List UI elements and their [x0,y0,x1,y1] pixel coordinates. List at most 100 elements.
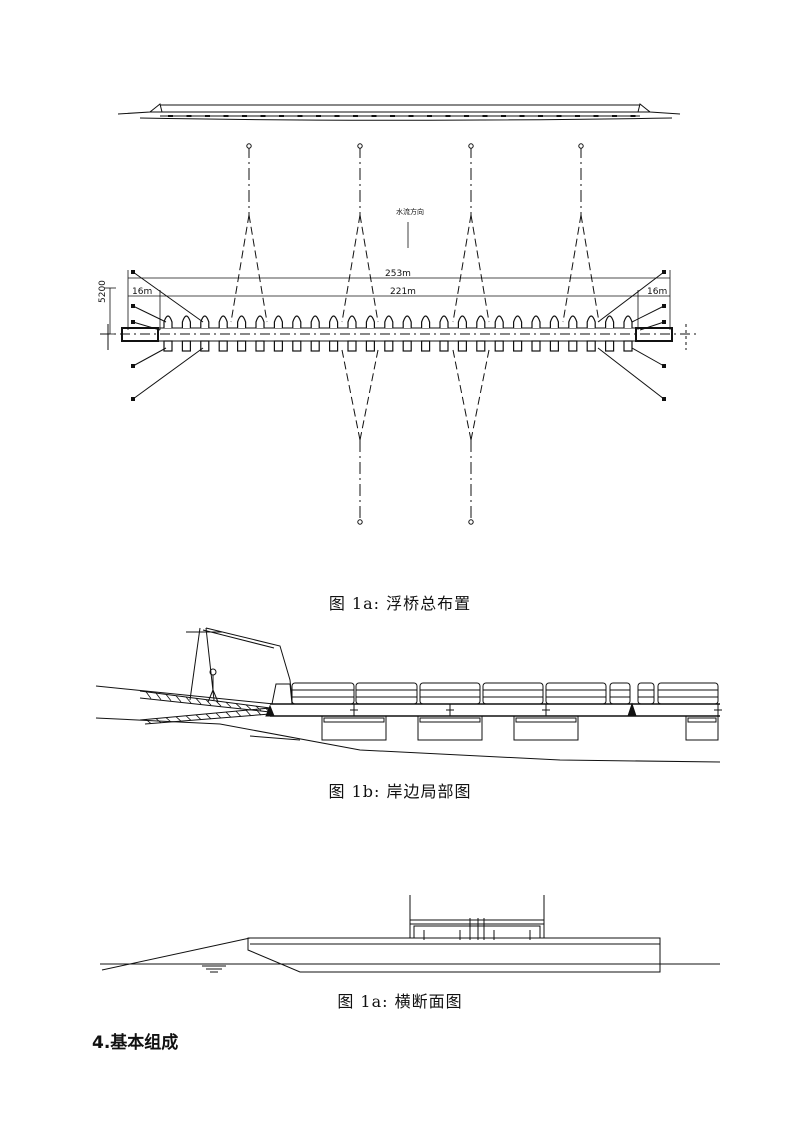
shore-anchor-cable [132,321,161,331]
pontoon-bow [218,315,228,328]
shore-anchor [131,397,135,401]
pontoon-block [494,340,504,352]
pontoon-block [476,340,486,352]
shore-anchor-cable [639,321,665,331]
pontoon-block [402,340,412,352]
shore-anchor [131,364,135,368]
dimension-lines [104,270,671,335]
pontoon-block [292,340,302,352]
pontoon-box [417,715,483,741]
pontoon-bow [163,315,173,328]
floating-bridge-general-layout: 253m 221m 16m 16m 5200 水流方向 [98,103,700,525]
pontoon-block [163,340,173,352]
pontoon-bow [586,315,596,328]
shore-detail-drawing [95,627,722,763]
shore-anchor [662,304,666,308]
pontoon-block [255,340,265,352]
pontoon-bow [181,315,191,328]
shore-anchor-cable [132,347,167,367]
anchor-cable [341,349,379,441]
pontoon-block [531,340,541,352]
pontoon-block [623,340,633,352]
deck-guard-rails [271,682,719,705]
water-level-mark [202,965,226,973]
figure-1a-caption: 图 1a: 浮桥总布置 [328,594,472,613]
cross-section-drawing [100,895,720,973]
pontoon-bow [531,315,541,328]
pontoon-bow [605,315,615,328]
shore-anchor-cable [132,347,204,400]
pontoon-block [200,340,210,352]
shore-anchor [131,270,135,274]
pontoon-bow [421,315,431,328]
shore-ramp [139,690,272,725]
ramp-crane-mast [186,627,293,703]
dim-right-end-label: 16m [647,287,667,297]
dim-total-label: 253m [385,269,411,279]
pontoon-box [513,715,579,741]
pontoon-bow [384,315,394,328]
pontoon-bow [237,315,247,328]
pontoon-block [512,340,523,352]
pontoon-box [321,715,387,741]
pontoon-block [549,340,560,352]
pontoon-bow [494,315,504,328]
shore-anchor [662,364,666,368]
shore-anchor-cable [597,347,665,400]
pontoon-block [329,340,339,352]
section-heading: 4.基本组成 [92,1033,179,1053]
shore-anchor-cable [631,347,665,367]
rail-panel [482,682,544,705]
pontoon-block [347,340,357,352]
pontoon-bow [476,315,486,328]
pontoon-bow [329,315,339,328]
rail-panel [291,682,355,705]
dim-left-end-label: 16m [132,287,152,297]
figure-1b-caption: 图 1b: 岸边局部图 [328,782,472,801]
pontoon-row [163,315,633,352]
pontoon-bow [439,315,449,328]
shore-anchor [662,270,666,274]
pontoon-bow [623,315,633,328]
pontoon-bow [273,315,283,328]
pontoon-block [218,340,228,352]
anchor-cable [562,214,600,323]
pontoon-block [421,340,431,352]
shore-anchor-cable [597,271,665,323]
shore-anchor [662,397,666,401]
shore-anchor [131,304,135,308]
pontoon-block [604,340,615,352]
pontoon-box [685,715,719,741]
pontoon-bow [292,315,302,328]
pontoon-bow [513,315,523,328]
hinge-joint [265,704,275,717]
pontoon-bow [365,315,375,328]
pontoon-bow [568,315,578,328]
anchor-cable [230,214,268,323]
anchor-cable [452,214,490,323]
anchor-cable [341,214,379,323]
rail-panel [657,682,719,705]
pontoon-bow [310,315,320,328]
shore-anchor [131,320,135,324]
flow-direction-label: 水流方向 [396,207,424,216]
pontoon-block [586,340,596,352]
anchor-cables [131,143,666,525]
pontoon-block [310,340,320,352]
pontoon-block [439,340,449,352]
pontoon-bow [402,315,412,328]
rail-panel [355,682,418,705]
pontoon-bow [457,315,467,328]
shore-anchor-cable [132,305,167,323]
anchor-point [357,519,363,525]
anchor-point [578,143,584,149]
pontoon-bow [255,315,265,328]
pontoon-bow [347,315,357,328]
bridge-elevation-strip [117,103,681,121]
pontoon-block [568,340,578,352]
anchor-cable [452,349,490,441]
dim-inner-label: 221m [390,287,416,297]
rail-panel [419,682,481,705]
shore-anchor [662,320,666,324]
figure-1c-caption: 图 1a: 横断面图 [337,992,463,1011]
